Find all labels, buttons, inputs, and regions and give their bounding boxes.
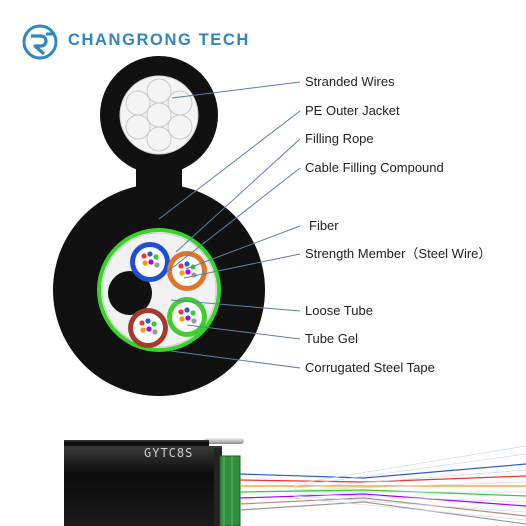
leader-lines bbox=[158, 81, 301, 369]
label-stranded-wires: Stranded Wires bbox=[305, 74, 395, 89]
brand-mark-icon bbox=[22, 24, 58, 60]
label-strength-member: Strength Member（Steel Wire） bbox=[305, 246, 492, 261]
strength-member bbox=[108, 271, 152, 315]
label-pe-outer-jacket: PE Outer Jacket bbox=[305, 103, 400, 118]
brand-name: CHANGRONG TECH bbox=[68, 31, 250, 49]
label-cable-filling-compound: Cable Filling Compound bbox=[305, 160, 444, 175]
brand-logo: CHANGRONG TECH bbox=[22, 24, 262, 60]
main-cable bbox=[53, 184, 265, 396]
label-filling-rope: Filling Rope bbox=[305, 131, 374, 146]
stranded-wires bbox=[125, 78, 193, 152]
label-corrugated-steel-tape: Corrugated Steel Tape bbox=[305, 360, 435, 375]
fibers bbox=[139, 251, 197, 335]
label-fiber: Fiber bbox=[309, 218, 339, 233]
cable-print-label: GYTC8S bbox=[144, 446, 194, 460]
label-tube-gel: Tube Gel bbox=[305, 331, 358, 346]
messenger-unit bbox=[100, 56, 218, 220]
cable-photo bbox=[64, 438, 526, 526]
label-loose-tube: Loose Tube bbox=[305, 303, 373, 318]
